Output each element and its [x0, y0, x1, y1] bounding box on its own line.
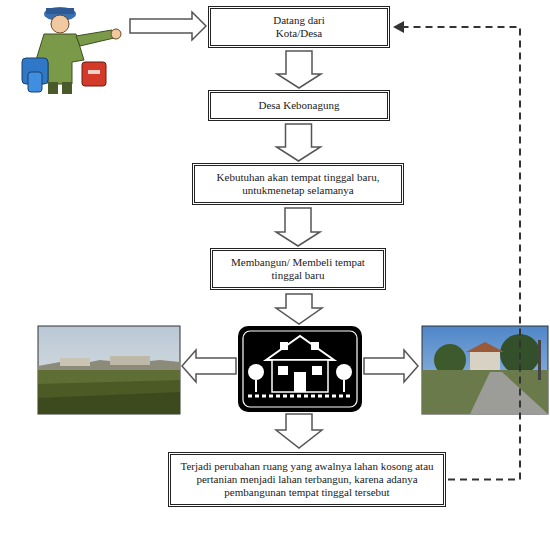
photo-field — [38, 326, 180, 414]
photo-street — [422, 326, 548, 414]
flow-arrow — [277, 51, 321, 88]
process-box: Datang dari Kota/Desa — [208, 6, 390, 48]
process-box: Desa Kebonagung — [208, 90, 390, 121]
flow-arrow — [277, 124, 321, 161]
process-box: Kebutuhan akan tempat tinggal baru, untu… — [192, 163, 404, 205]
block-arrow — [182, 350, 236, 382]
box-text: Kebutuhan akan tempat tinggal baru, untu… — [203, 171, 393, 197]
house-icon — [238, 326, 362, 412]
box-text: Membangun/ Membeli tempat tinggal baru — [223, 256, 373, 282]
block-arrow — [276, 294, 322, 324]
process-box: Membangun/ Membeli tempat tinggal baru — [210, 248, 386, 290]
box-text: Datang dari Kota/Desa — [261, 14, 337, 40]
process-box: Terjadi perubahan ruang yang awalnya lah… — [168, 452, 446, 507]
feedback-arrow — [393, 21, 520, 480]
box-text: Terjadi perubahan ruang yang awalnya lah… — [179, 460, 435, 499]
box-text: Desa Kebonagung — [259, 99, 340, 112]
traveler-figure — [22, 7, 121, 94]
block-arrow — [130, 12, 206, 40]
block-arrow — [276, 414, 322, 448]
flow-arrow — [276, 208, 320, 246]
block-arrow — [364, 350, 418, 382]
